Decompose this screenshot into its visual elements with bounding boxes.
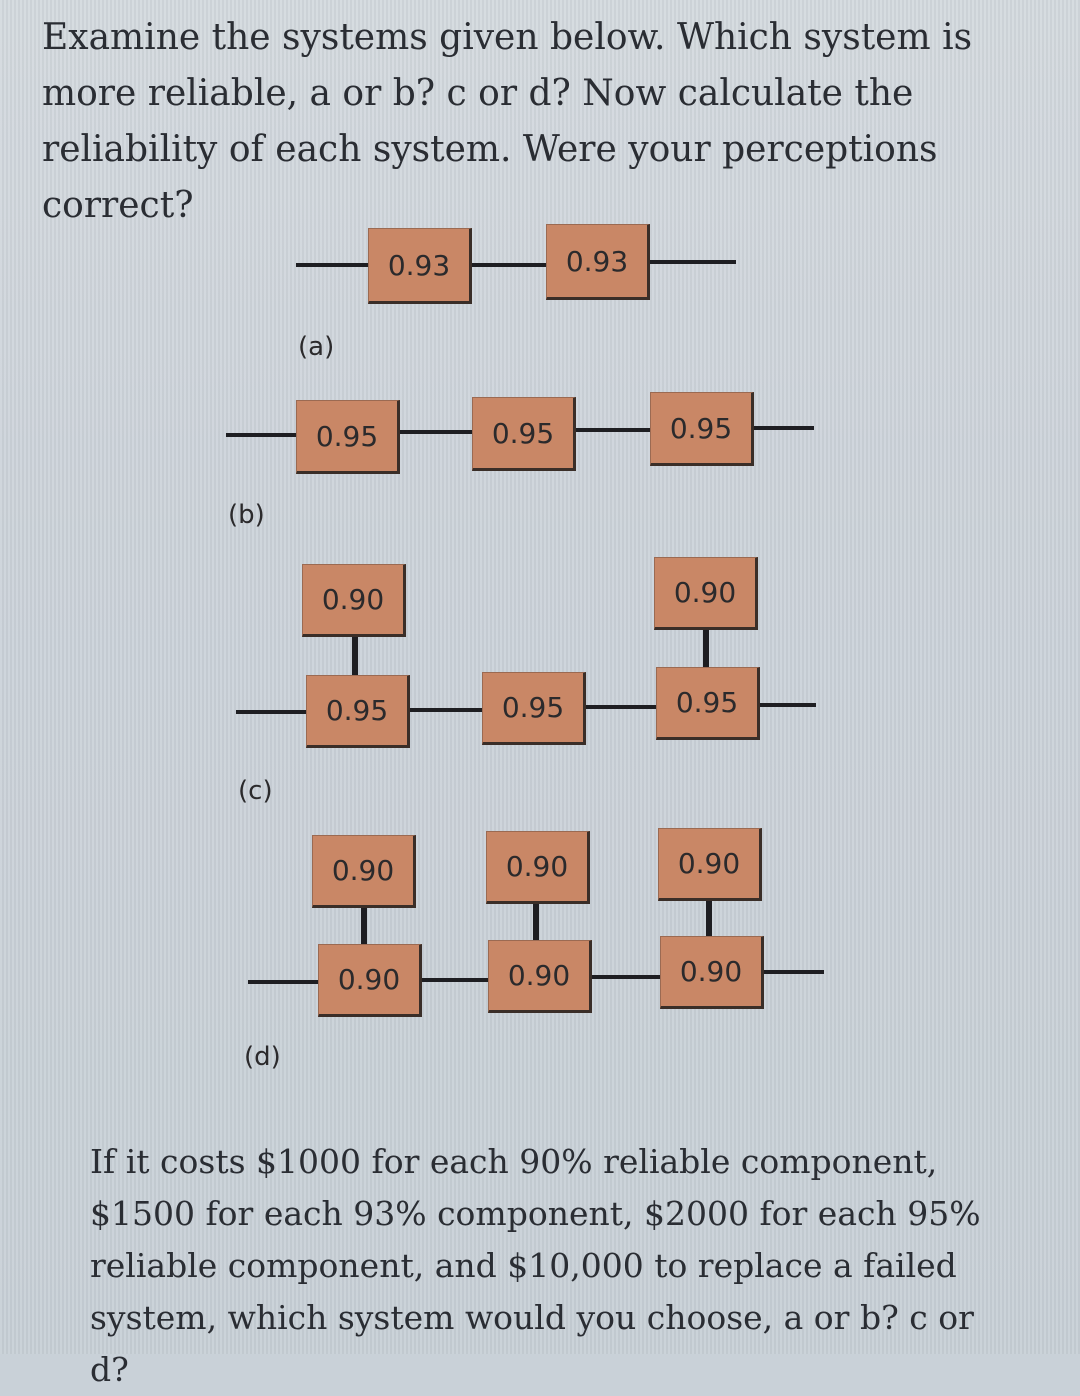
component-a-2: 0.93	[546, 224, 650, 300]
label-b: (b)	[228, 500, 265, 530]
component-b-2: 0.95	[472, 397, 576, 471]
component-b-1: 0.95	[296, 400, 400, 474]
label-c: (c)	[238, 776, 273, 806]
label-d: (d)	[244, 1042, 281, 1072]
cost-question-text: If it costs $1000 for each 90% reliable …	[90, 1142, 981, 1389]
connector-lines	[226, 260, 824, 984]
component-d-backup-1: 0.90	[312, 835, 416, 908]
component-c-2: 0.95	[482, 672, 586, 745]
component-d-backup-2: 0.90	[486, 831, 590, 904]
label-a: (a)	[298, 332, 335, 362]
component-d-backup-3: 0.90	[658, 828, 762, 901]
question-text: Examine the systems given below. Which s…	[42, 17, 973, 226]
component-d-1: 0.90	[318, 944, 422, 1017]
component-c-1: 0.95	[306, 675, 410, 748]
component-c-3: 0.95	[656, 667, 760, 740]
component-d-3: 0.90	[660, 936, 764, 1009]
component-b-3: 0.95	[650, 392, 754, 466]
component-c-backup-1: 0.90	[302, 564, 406, 637]
component-c-backup-2: 0.90	[654, 557, 758, 630]
component-a-1: 0.93	[368, 228, 472, 304]
component-d-2: 0.90	[488, 940, 592, 1013]
reliability-diagrams: 0.93 0.93 (a) 0.95 0.95 0.95 (b) 0.90 0.…	[226, 224, 824, 1072]
